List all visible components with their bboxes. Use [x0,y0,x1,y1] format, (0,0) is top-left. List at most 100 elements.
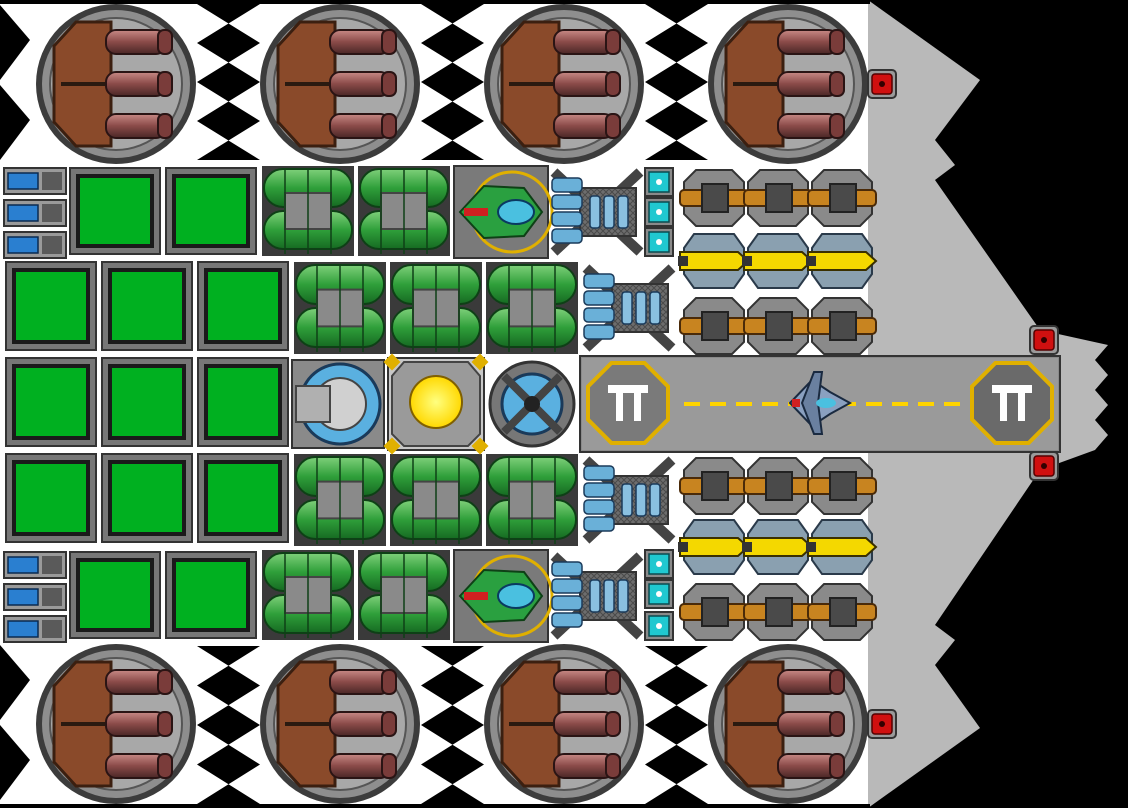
landing-pad-icon[interactable] [970,361,1054,445]
brace-segment [197,4,260,43]
warning-beacon-icon[interactable] [867,709,897,739]
brace-segment [421,43,484,82]
fuel-tank-icon[interactable] [390,454,482,546]
power-coupler-icon[interactable] [644,549,674,579]
fuel-tank-icon[interactable] [294,262,386,354]
hangar-bay [579,355,1061,453]
thruster-array [36,4,868,804]
fuel-tank-icon[interactable] [262,550,354,640]
battery-cell-icon[interactable] [3,615,67,643]
landing-pad-icon[interactable] [586,361,670,445]
gun-turret-icon[interactable] [807,457,877,515]
brace-segment [197,121,260,160]
brace-segment [421,764,484,804]
fuel-tank-icon[interactable] [390,262,482,354]
cargo-container-icon[interactable] [5,261,97,351]
engine-block-icon[interactable] [582,456,676,544]
warning-beacon-icon[interactable] [1029,325,1059,355]
cargo-container-icon[interactable] [69,167,161,255]
brace-segment [645,43,708,82]
fuel-tank-icon[interactable] [358,166,450,256]
gun-turret-icon[interactable] [679,457,749,515]
brace-segment [421,82,484,121]
power-coupler-icon[interactable] [644,611,674,641]
gun-turret-icon[interactable] [679,169,749,227]
missile-launcher-icon[interactable] [742,233,814,289]
battery-cell-icon[interactable] [3,583,67,611]
brace-segment [197,685,260,725]
cargo-container-icon[interactable] [5,453,97,543]
fuel-tank-icon[interactable] [486,262,578,354]
engine-blocks [550,167,676,641]
battery-cell-icon[interactable] [3,199,67,227]
power-coupler-icon[interactable] [644,579,674,609]
thruster-icon[interactable] [708,644,868,804]
cargo-container-icon[interactable] [197,261,289,351]
cargo-container-icon[interactable] [5,357,97,447]
power-coupler-icon[interactable] [644,167,674,197]
thruster-icon[interactable] [484,4,644,164]
gun-turret-icon[interactable] [743,169,813,227]
cockpit-module-icon[interactable] [453,165,554,259]
power-coupler-icon[interactable] [644,227,674,257]
cargo-container-icon[interactable] [69,551,161,639]
gun-turret-icon[interactable] [807,583,877,641]
cargo-hold [3,167,289,643]
fuel-tank-icon[interactable] [262,166,354,256]
gun-turret-icon[interactable] [743,583,813,641]
missile-launcher-icon[interactable] [678,233,750,289]
missile-launcher-icon[interactable] [678,519,750,575]
gun-turret-icon[interactable] [807,297,877,355]
fuel-tank-icon[interactable] [294,454,386,546]
brace-segment [421,646,484,686]
thruster-icon[interactable] [484,644,644,804]
fuel-tank-icon[interactable] [358,550,450,640]
engine-block-icon[interactable] [550,168,644,256]
brace-segment [645,82,708,121]
cargo-container-icon[interactable] [165,551,257,639]
brace-segment [645,685,708,725]
thruster-icon[interactable] [36,4,196,164]
core-systems [291,165,576,643]
brace-segment [645,646,708,686]
engine-block-icon[interactable] [582,264,676,352]
gun-turret-icon[interactable] [743,457,813,515]
thruster-icon[interactable] [260,4,420,164]
missile-launcher-icon[interactable] [806,233,878,289]
warning-beacon-icon[interactable] [1029,451,1059,481]
missile-launcher-icon[interactable] [806,519,878,575]
cargo-container-icon[interactable] [197,453,289,543]
gun-turret-icon[interactable] [679,583,749,641]
fighter-ship-icon[interactable] [788,371,853,435]
gyroscope-icon[interactable] [488,360,576,448]
battery-cell-icon[interactable] [3,167,67,195]
cargo-container-icon[interactable] [101,453,193,543]
gun-turret-icon[interactable] [743,297,813,355]
gun-turret-icon[interactable] [679,297,749,355]
thruster-icon[interactable] [260,644,420,804]
brace-segment [197,646,260,686]
warning-beacon-icon[interactable] [867,69,897,99]
brace-segment [645,725,708,765]
missile-launcher-icon[interactable] [742,519,814,575]
cargo-container-icon[interactable] [165,167,257,255]
fuel-tank-bank [262,166,578,640]
cargo-container-icon[interactable] [101,357,193,447]
shield-generator-icon[interactable] [291,359,385,449]
brace-segment [197,764,260,804]
fuel-tank-icon[interactable] [486,454,578,546]
cargo-container-icon[interactable] [101,261,193,351]
gun-turret-icon[interactable] [807,169,877,227]
thruster-icon[interactable] [36,644,196,804]
cockpit-module-icon[interactable] [453,549,554,643]
battery-cell-icon[interactable] [3,231,67,259]
brace-segment [421,121,484,160]
power-coupler-icon[interactable] [644,197,674,227]
battery-cell-icon[interactable] [3,551,67,579]
engine-block-icon[interactable] [550,552,644,640]
thruster-icon[interactable] [708,4,868,164]
weapon-mounts [678,169,878,641]
reactor-core-icon[interactable] [383,353,489,455]
cargo-container-icon[interactable] [197,357,289,447]
